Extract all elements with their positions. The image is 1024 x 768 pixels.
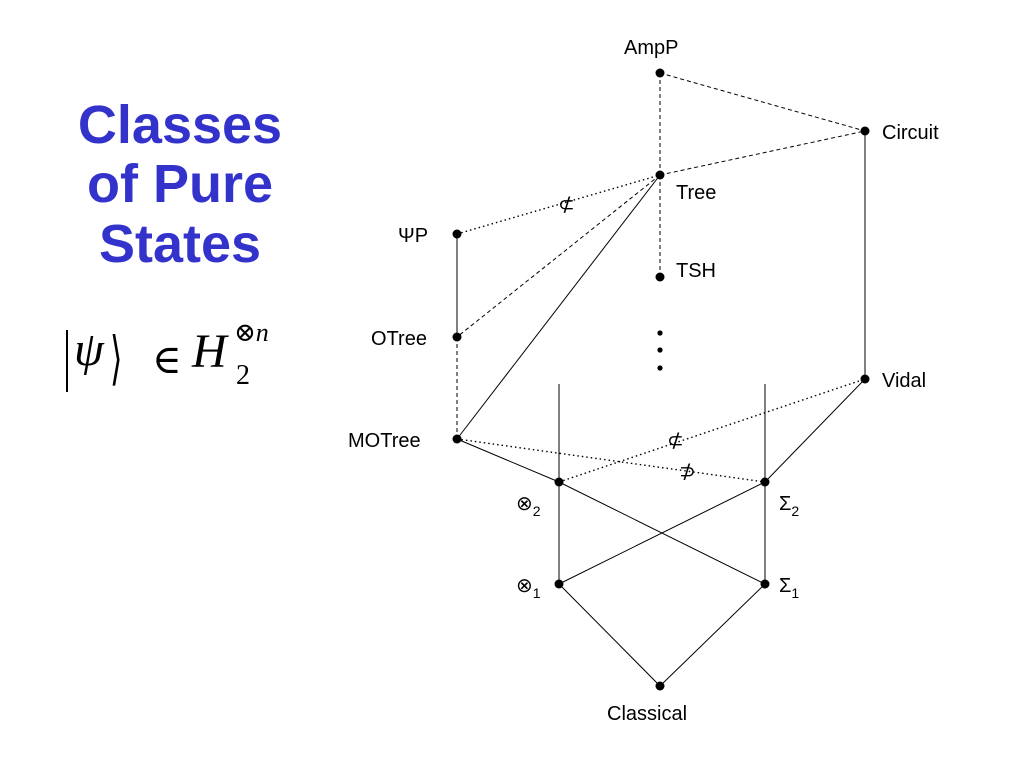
tensor1-symbol: ⊗ [516, 575, 533, 597]
edge-vidal-sigma2 [764, 378, 866, 483]
title-line-3: States [98, 213, 262, 274]
tensor2-symbol: ⊗ [516, 493, 533, 515]
node-dot-ampp [655, 68, 665, 78]
not-superset-mark: ⊅ [679, 461, 696, 483]
slide-title: Classes of Pure States [30, 95, 330, 274]
psi-symbol: ψ [74, 323, 104, 376]
node-label-classical: Classical [607, 703, 687, 725]
edge-tensor2-vidal [558, 378, 866, 483]
edge-ampp-circuit [659, 72, 866, 132]
edge-sigma2-tensor1 [558, 481, 766, 585]
node-label-sigma1: Σ1 [779, 575, 799, 601]
node-label-ampp: AmpP [624, 37, 678, 59]
node-dot-tensor1 [554, 579, 564, 589]
edge-sigma1-classical [659, 583, 766, 687]
tensor2-subscript: 2 [533, 503, 541, 519]
sigma2-symbol: Σ [779, 493, 791, 515]
node-dot-tsh [655, 272, 665, 282]
tensor-power-op: ⊗ [234, 318, 256, 347]
tensor-power-var: n [255, 318, 269, 347]
space-subscript: 2 [236, 360, 250, 391]
node-dot-sigma2 [760, 477, 770, 487]
node-dot-vidal [860, 374, 870, 384]
ket-bar [66, 330, 68, 392]
edge-motree-sigma2 [456, 438, 766, 483]
hilbert-space-symbol: H [192, 325, 227, 378]
node-dot-classical [655, 681, 665, 691]
sigma2-subscript: 2 [791, 503, 799, 519]
node-dot-otree [452, 332, 462, 342]
ket-angle: ⟩ [110, 326, 123, 391]
node-dot-circuit [860, 126, 870, 136]
element-of-symbol: ∈ [152, 337, 182, 382]
node-dots [452, 68, 870, 691]
node-label-motree: MOTree [348, 430, 421, 452]
not-subset-mark-middle: ⊄ [667, 430, 684, 452]
node-dot-tensor2 [554, 477, 564, 487]
edge-motree-tree [456, 174, 661, 440]
node-label-psip: ΨP [398, 225, 428, 247]
node-label-circuit: Circuit [882, 122, 939, 144]
edges [456, 72, 866, 687]
title-line-1: Classes [77, 95, 283, 155]
node-dot-psip [452, 229, 462, 239]
node-label-tensor1: ⊗1 [516, 575, 541, 601]
state-formula: ψ ⟩ ∈ H 2 ⊗n [60, 318, 320, 398]
node-label-tree: Tree [676, 182, 716, 204]
edge-motree-tensor2 [456, 438, 560, 483]
tensor1-subscript: 1 [533, 585, 541, 601]
node-label-otree: OTree [371, 328, 427, 350]
ellipsis-dots [657, 330, 663, 371]
edge-psip-tree [456, 174, 661, 235]
edge-tree-otree [456, 174, 661, 338]
sigma1-symbol: Σ [779, 575, 791, 597]
title-line-2: of Pure [86, 154, 274, 215]
node-label-tsh: TSH [676, 260, 716, 282]
not-subset-mark-top: ⊄ [558, 194, 575, 216]
edge-tensor1-classical [558, 583, 661, 687]
node-dot-sigma1 [760, 579, 770, 589]
space-superscript: ⊗n [234, 318, 269, 348]
sigma1-subscript: 1 [791, 585, 799, 601]
node-label-sigma2: Σ2 [779, 493, 799, 519]
node-dot-motree [452, 434, 462, 444]
node-label-tensor2: ⊗2 [516, 493, 541, 519]
node-label-vidal: Vidal [882, 370, 926, 392]
edge-tree-circuit [659, 130, 866, 176]
node-dot-tree [655, 170, 665, 180]
